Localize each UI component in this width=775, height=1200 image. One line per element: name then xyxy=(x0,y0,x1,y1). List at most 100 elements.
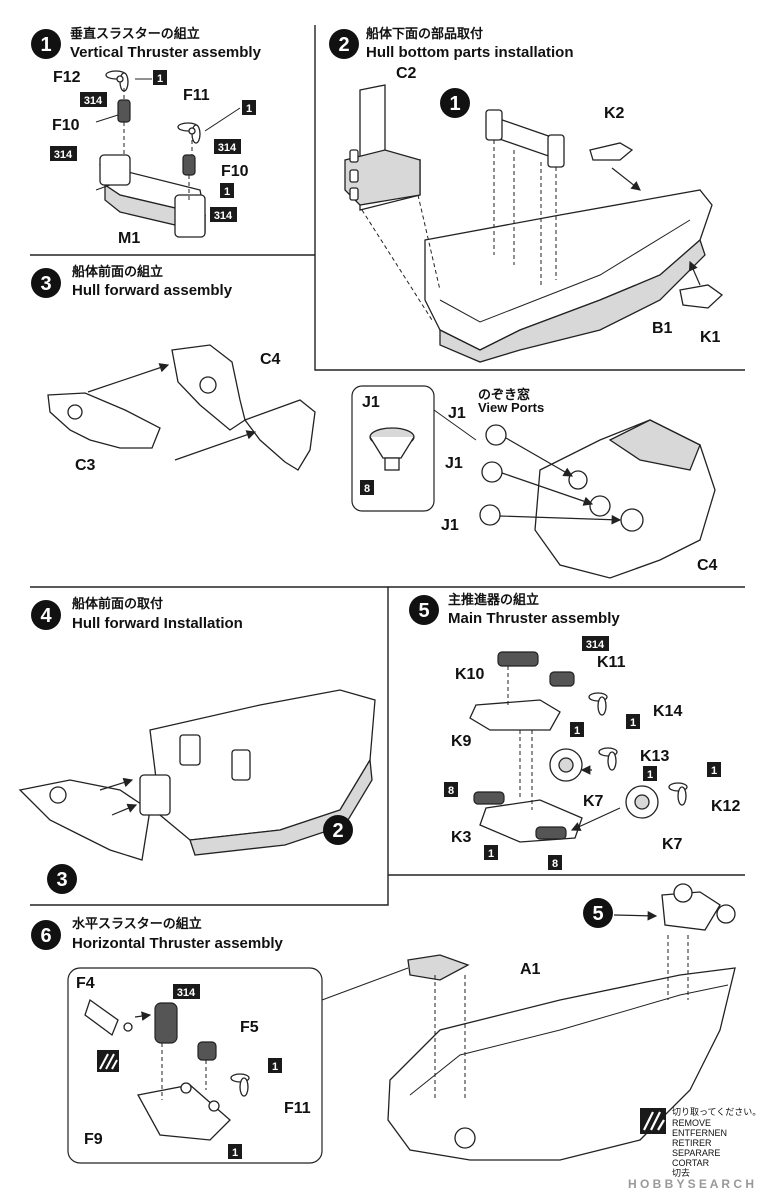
part-label: K12 xyxy=(711,798,740,815)
part-label: K14 xyxy=(653,703,682,720)
remove-note-cn: 切去 xyxy=(672,1167,690,1178)
view-ports-drawing: J1 8 のぞき窓 View Ports J1 J1 J1 C4 xyxy=(351,385,718,579)
step-title-en: Horizontal Thruster assembly xyxy=(72,935,284,952)
step-title-jp: 垂直スラスターの組立 xyxy=(70,26,200,41)
part-label: K7 xyxy=(662,836,683,853)
step-title-jp: 船体前面の組立 xyxy=(72,264,163,279)
part-label: K13 xyxy=(640,748,669,765)
step-ref-badge: 2 xyxy=(323,815,353,845)
step-ref-badge: 5 xyxy=(583,898,613,928)
paint-code-box: 1 xyxy=(268,1058,282,1073)
paint-code-box: 8 xyxy=(360,480,374,495)
step-6-header: 6 水平スラスターの組立 Horizontal Thruster assembl… xyxy=(31,916,284,952)
svg-text:1: 1 xyxy=(630,717,636,729)
svg-text:314: 314 xyxy=(84,95,103,107)
paint-code-box: 1 xyxy=(220,183,234,198)
step-3-header: 3 船体前面の組立 Hull forward assembly xyxy=(31,264,233,299)
step-2-header: 2 船体下面の部品取付 Hull bottom parts installati… xyxy=(329,26,574,61)
step-title-jp: 水平スラスターの組立 xyxy=(72,916,202,931)
paint-code-box: 314 xyxy=(214,139,241,154)
remove-icon xyxy=(97,1050,119,1072)
step-4-drawing: 3 2 xyxy=(18,689,376,894)
step-number: 6 xyxy=(40,925,51,947)
part-label: C4 xyxy=(697,557,718,574)
step-5-header: 5 主推進器の組立 Main Thruster assembly xyxy=(409,592,620,627)
part-label: K2 xyxy=(604,105,625,122)
part-label: K11 xyxy=(597,654,626,671)
paint-code-box: 1 xyxy=(626,714,640,729)
remove-icon xyxy=(640,1108,666,1134)
svg-text:1: 1 xyxy=(574,725,580,737)
step-title-jp: 主推進器の組立 xyxy=(448,592,539,607)
part-label: K9 xyxy=(451,733,472,750)
part-label: K10 xyxy=(455,666,484,683)
svg-text:314: 314 xyxy=(177,987,196,999)
svg-text:8: 8 xyxy=(552,858,558,870)
svg-text:1: 1 xyxy=(488,848,494,860)
view-ports-jp: のぞき窓 xyxy=(478,387,530,402)
paint-code-box: 1 xyxy=(484,845,498,860)
part-label: J1 xyxy=(448,405,466,422)
part-label: F12 xyxy=(53,69,81,86)
svg-text:314: 314 xyxy=(214,210,233,222)
remove-note-line: REMOVE xyxy=(672,1118,711,1128)
part-label: A1 xyxy=(520,961,541,978)
part-label: M1 xyxy=(118,230,140,247)
paint-code-box: 1 xyxy=(228,1144,242,1159)
step-title-jp: 船体前面の取付 xyxy=(72,596,163,611)
svg-text:314: 314 xyxy=(54,149,73,161)
propeller-icon xyxy=(105,70,129,92)
paint-code-box: 1 xyxy=(242,100,256,115)
part-label: J1 xyxy=(445,455,463,472)
part-label: F11 xyxy=(183,87,210,104)
remove-note-line: ENTFERNEN xyxy=(672,1128,727,1138)
step-3-drawing: C4 C3 xyxy=(47,344,316,474)
remove-note-jp: 切り取ってください。 xyxy=(672,1107,761,1117)
svg-text:3: 3 xyxy=(56,869,67,891)
remove-legend: 切り取ってください。 REMOVE ENTFERNEN RETIRER SEPA… xyxy=(640,1107,761,1178)
paint-code-box: 314 xyxy=(582,636,609,651)
propeller-icon xyxy=(588,692,608,716)
part-label: B1 xyxy=(652,320,673,337)
paint-code-box: 314 xyxy=(173,984,200,999)
watermark: H O B B Y S E A R C H xyxy=(628,1177,754,1191)
step-title-en: Hull forward assembly xyxy=(72,282,233,299)
part-label: F11 xyxy=(284,1100,311,1117)
svg-text:1: 1 xyxy=(449,93,460,115)
step-title-en: Vertical Thruster assembly xyxy=(70,44,262,61)
step-2-drawing: 1 C2 K2 B1 K1 xyxy=(344,65,724,363)
step-number: 1 xyxy=(40,34,51,56)
paint-code-box: 8 xyxy=(548,855,562,870)
svg-text:1: 1 xyxy=(711,765,717,777)
step-number: 2 xyxy=(338,34,349,56)
part-label: J1 xyxy=(441,517,459,534)
step-number: 3 xyxy=(40,273,51,295)
part-label: F4 xyxy=(76,975,95,992)
view-ports-en: View Ports xyxy=(478,400,544,415)
svg-text:314: 314 xyxy=(586,639,605,651)
part-label: F10 xyxy=(52,117,80,134)
part-label: C3 xyxy=(75,457,96,474)
svg-text:1: 1 xyxy=(246,103,252,115)
svg-text:H O B B Y S E A R C H: H O B B Y S E A R C H xyxy=(628,1177,754,1191)
remove-note-line: RETIRER xyxy=(672,1138,712,1148)
paint-code-box: 314 xyxy=(80,92,107,107)
part-label: K7 xyxy=(583,793,604,810)
svg-text:2: 2 xyxy=(332,820,343,842)
step-number: 4 xyxy=(40,605,52,627)
part-label: C4 xyxy=(260,351,281,368)
svg-text:1: 1 xyxy=(232,1147,238,1159)
paint-code-box: 314 xyxy=(210,207,237,222)
step-ref-badge: 3 xyxy=(47,864,77,894)
step-1-header: 1 垂直スラスターの組立 Vertical Thruster assembly xyxy=(31,26,262,61)
step-title-en: Main Thruster assembly xyxy=(448,610,620,627)
propeller-icon xyxy=(230,1073,250,1097)
part-label: C2 xyxy=(396,65,417,82)
propeller-icon xyxy=(598,747,618,771)
svg-text:8: 8 xyxy=(364,483,370,495)
paint-code-box: 1 xyxy=(707,762,721,777)
step-title-en: Hull forward Installation xyxy=(72,615,243,632)
step-5-drawing: 314 1 1 8 1 1 1 8 K10 K11 K14 K9 K13 K7 … xyxy=(444,636,740,870)
part-label: F10 xyxy=(221,163,249,180)
svg-text:1: 1 xyxy=(224,186,230,198)
